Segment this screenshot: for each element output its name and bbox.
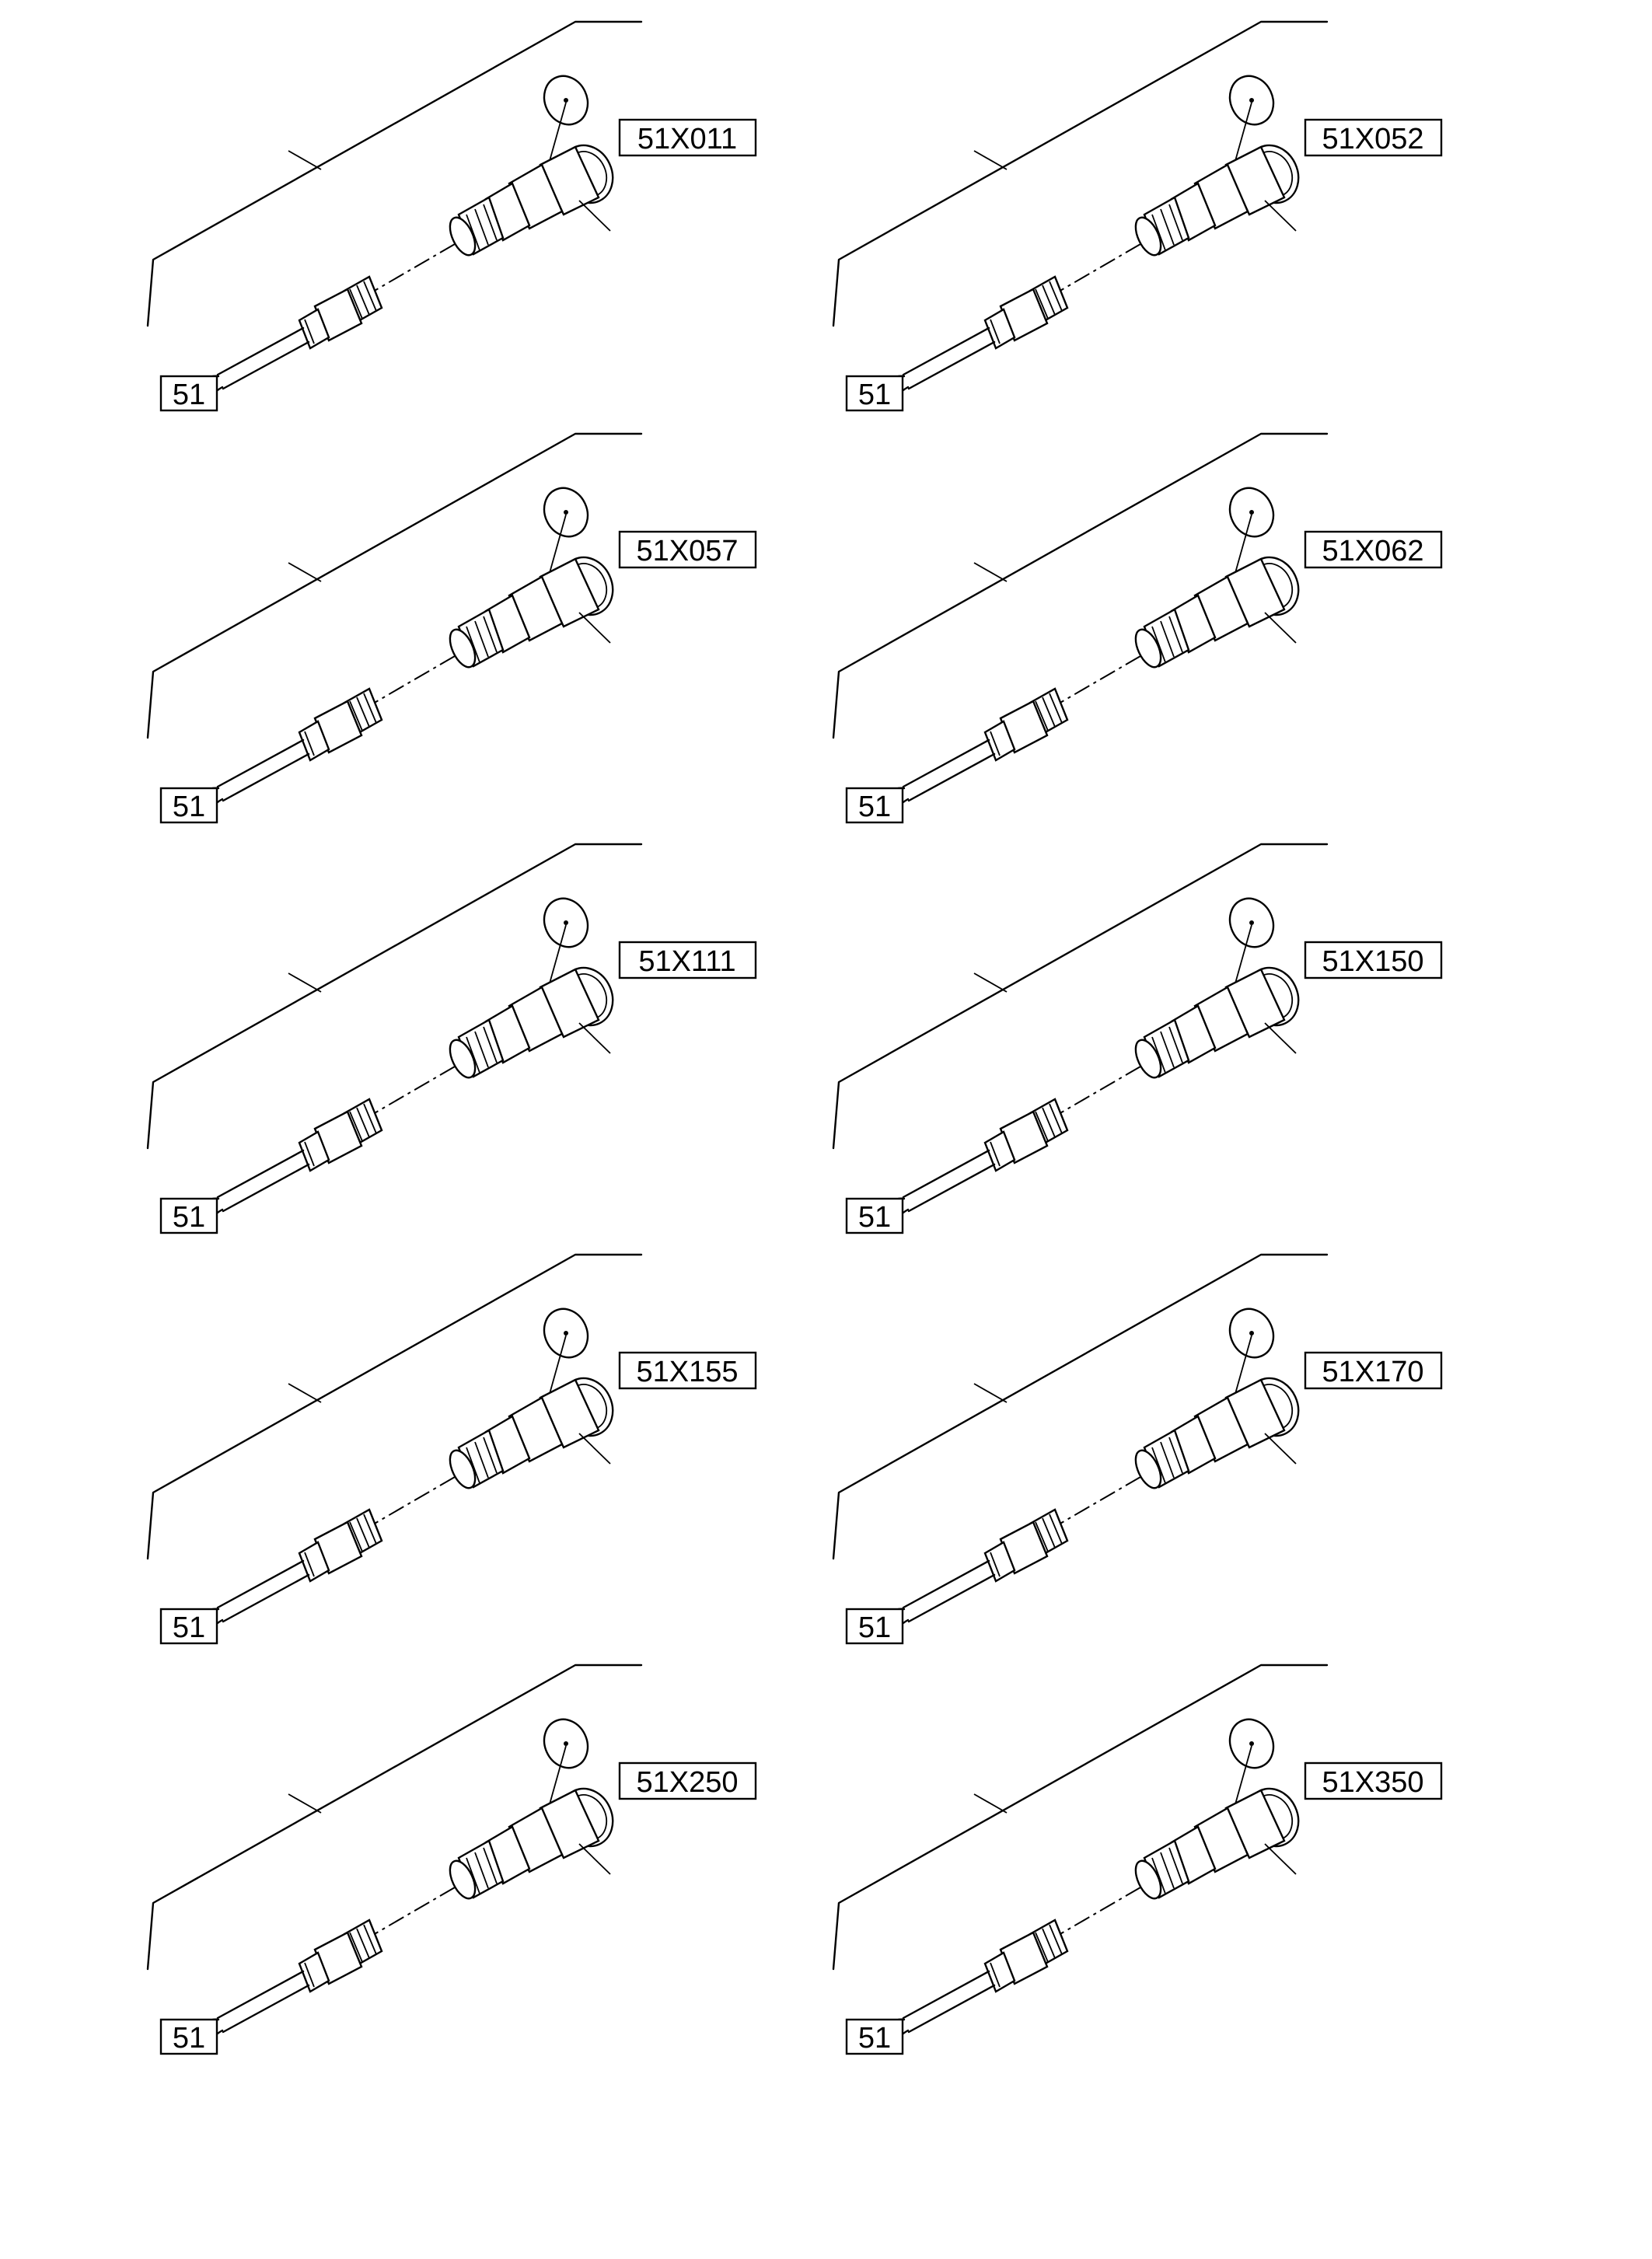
reference-number-label: 51 — [858, 791, 891, 823]
reference-number-box — [845, 375, 904, 412]
part-number-label: 51X111 — [638, 945, 735, 978]
connector-assembly-drawing — [146, 843, 643, 1230]
connector-assembly-drawing — [146, 432, 643, 819]
connector-assembly-drawing — [832, 843, 1329, 1230]
connector-panel-5: 51X111 51 — [146, 843, 757, 1234]
reference-number-label: 51 — [173, 379, 205, 411]
connector-assembly-drawing — [832, 432, 1329, 819]
part-number-label: 51X062 — [1322, 535, 1423, 567]
connector-panel-10: 51X350 51 — [832, 1664, 1443, 2055]
reference-number-label: 51 — [173, 1201, 205, 1234]
connector-panel-9: 51X250 51 — [146, 1664, 757, 2055]
reference-number-label: 51 — [173, 791, 205, 823]
connector-assembly-drawing — [146, 1253, 643, 1640]
part-number-box — [1304, 1351, 1443, 1390]
connector-panel-2: 51X052 51 — [832, 20, 1443, 412]
reference-number-box — [159, 1197, 218, 1234]
connector-assembly-drawing — [832, 20, 1329, 407]
part-number-box — [1304, 1761, 1443, 1800]
part-number-label: 51X170 — [1322, 1356, 1423, 1388]
reference-number-label: 51 — [173, 1611, 205, 1644]
part-number-label: 51X155 — [636, 1356, 738, 1388]
part-number-label: 51X250 — [636, 1766, 738, 1799]
connector-assembly-drawing — [146, 1664, 643, 2051]
part-number-box — [618, 1351, 757, 1390]
connector-assembly-drawing — [832, 1664, 1329, 2051]
connector-assembly-drawing — [146, 20, 643, 407]
reference-number-label: 51 — [173, 2022, 205, 2055]
reference-number-box — [159, 2018, 218, 2055]
reference-number-box — [159, 1608, 218, 1645]
connector-assembly-drawing — [832, 1253, 1329, 1640]
reference-number-label: 51 — [858, 379, 891, 411]
part-number-box — [618, 941, 757, 979]
reference-number-box — [845, 2018, 904, 2055]
part-number-box — [1304, 530, 1443, 569]
part-number-box — [1304, 118, 1443, 157]
part-number-label: 51X052 — [1322, 123, 1423, 155]
reference-number-box — [159, 787, 218, 824]
part-number-label: 51X350 — [1322, 1766, 1423, 1799]
reference-number-label: 51 — [858, 1611, 891, 1644]
reference-number-box — [845, 1197, 904, 1234]
connector-panel-1: 51X011 51 — [146, 20, 757, 412]
part-number-box — [1304, 941, 1443, 979]
reference-number-box — [159, 375, 218, 412]
reference-number-label: 51 — [858, 2022, 891, 2055]
connector-panel-7: 51X155 51 — [146, 1253, 757, 1645]
reference-number-label: 51 — [858, 1201, 891, 1234]
reference-number-box — [845, 787, 904, 824]
part-number-box — [618, 530, 757, 569]
connector-panel-3: 51X057 51 — [146, 432, 757, 824]
part-number-label: 51X150 — [1322, 945, 1423, 978]
connector-panel-4: 51X062 51 — [832, 432, 1443, 824]
part-number-box — [618, 118, 757, 157]
connector-panel-6: 51X150 51 — [832, 843, 1443, 1234]
reference-number-box — [845, 1608, 904, 1645]
part-number-box — [618, 1761, 757, 1800]
part-number-label: 51X057 — [636, 535, 738, 567]
part-number-label: 51X011 — [637, 123, 737, 155]
connector-panel-8: 51X170 51 — [832, 1253, 1443, 1645]
